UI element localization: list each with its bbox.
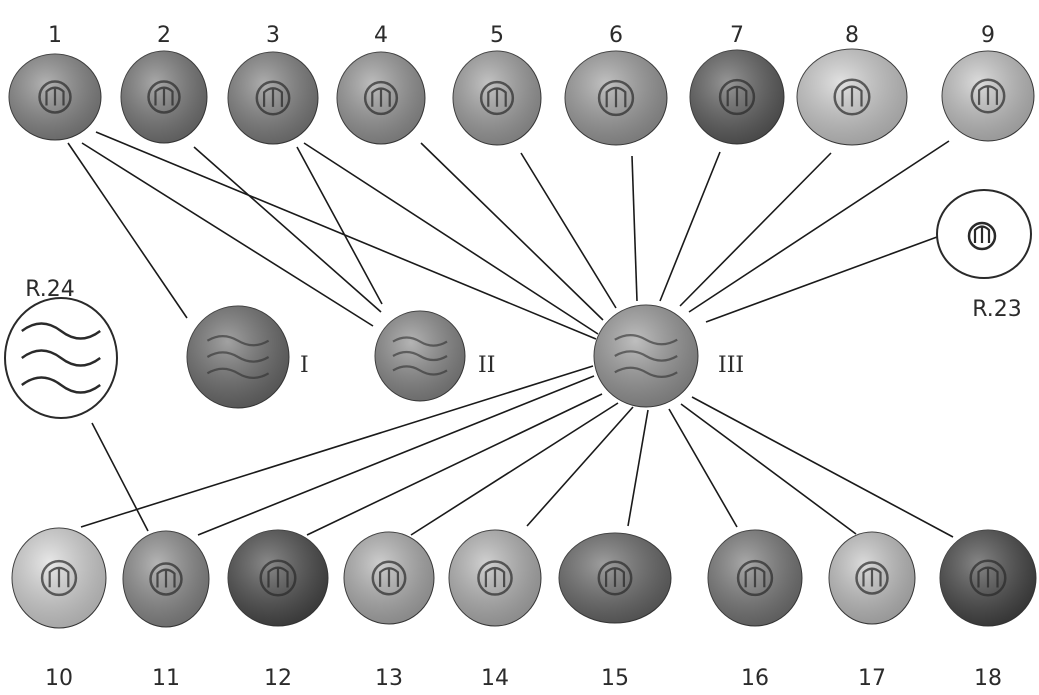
coin-3-label: 3 — [266, 23, 280, 48]
hub-III-label: III — [718, 353, 744, 378]
connection-line-hub-III-to-coin-12 — [306, 393, 603, 536]
connection-line-coin-1-to-hub-I — [67, 142, 188, 319]
coin-10: 10 — [11, 527, 107, 691]
coin-12-label: 12 — [264, 666, 292, 691]
drawing-r23-label: R.23 — [972, 297, 1022, 322]
coin-17-label: 17 — [858, 666, 886, 691]
connection-line-coin-1-to-hub-II — [81, 142, 374, 327]
coin-5-label: 5 — [490, 23, 504, 48]
drawing-r23-outline — [936, 189, 1032, 279]
coin-8-label: 8 — [845, 23, 859, 48]
hub-III: III — [593, 304, 744, 408]
connection-line-drawing-r24-to-coin-11 — [91, 422, 149, 532]
coin-15: 15 — [558, 532, 672, 691]
coin-18-label: 18 — [974, 666, 1002, 691]
coin-16-label: 16 — [741, 666, 769, 691]
drawing-r24-label: R.24 — [25, 277, 75, 302]
connection-line-coin-8-to-hub-III — [679, 152, 832, 307]
coin-12: 12 — [227, 529, 329, 691]
coin-2: 2 — [120, 23, 208, 144]
connection-line-hub-III-to-coin-13 — [410, 402, 619, 536]
coin-11: 11 — [122, 530, 210, 691]
hub-I-label: I — [300, 353, 309, 378]
connection-line-coin-5-to-hub-III — [520, 152, 617, 309]
connection-line-coin-7-to-hub-III — [659, 151, 721, 302]
connection-line-hub-III-to-coin-10 — [80, 365, 594, 528]
connection-line-coin-1-to-hub-III — [95, 131, 597, 340]
coin-18: 18 — [939, 529, 1037, 691]
coin-2-label: 2 — [157, 23, 171, 48]
coin-16: 16 — [707, 529, 803, 691]
coin-4-label: 4 — [374, 23, 388, 48]
coin-3: 3 — [227, 23, 319, 145]
coin-9-label: 9 — [981, 23, 995, 48]
coin-1-label: 1 — [48, 23, 62, 48]
connection-line-hub-III-to-coin-16 — [668, 408, 738, 528]
connection-line-hub-III-to-coin-18 — [691, 396, 954, 538]
connection-line-coin-6-to-hub-III — [631, 155, 638, 302]
coin-9: 9 — [941, 23, 1035, 142]
coin-17: 17 — [828, 531, 916, 691]
connection-lines — [67, 131, 954, 538]
connection-line-coin-2-to-hub-II — [193, 146, 382, 313]
coin-13: 13 — [343, 531, 435, 691]
coin-15-label: 15 — [601, 666, 629, 691]
connection-line-coin-3-to-hub-II — [296, 146, 383, 305]
hub-II-label: II — [478, 353, 495, 378]
connection-line-drawing-r23-to-hub-III — [705, 236, 938, 323]
coin-11-label: 11 — [152, 666, 180, 691]
coin-14-label: 14 — [481, 666, 509, 691]
drawing-r23: R.23 — [936, 189, 1032, 322]
coin-6-label: 6 — [609, 23, 623, 48]
connection-line-hub-III-to-coin-15 — [627, 409, 649, 527]
coin-7-label: 7 — [730, 23, 744, 48]
hub-II: II — [374, 310, 495, 402]
coin-8: 8 — [796, 23, 908, 146]
coin-4: 4 — [336, 23, 426, 145]
coin-14: 14 — [448, 529, 542, 691]
coin-10-label: 10 — [45, 666, 73, 691]
connection-line-coin-4-to-hub-III — [420, 142, 604, 321]
connection-line-hub-III-to-coin-17 — [680, 403, 857, 535]
connection-line-coin-3-to-hub-III — [303, 142, 599, 335]
coin-7: 7 — [689, 23, 785, 145]
connection-line-hub-III-to-coin-14 — [526, 406, 634, 527]
drawing-r24: R.24 — [4, 277, 118, 419]
coin-1: 1 — [8, 23, 102, 141]
hub-I: I — [186, 305, 309, 409]
connection-line-coin-9-to-hub-III — [688, 140, 950, 313]
coin-13-label: 13 — [375, 666, 403, 691]
connection-line-hub-III-to-coin-11 — [197, 375, 595, 536]
coin-6: 6 — [564, 23, 668, 146]
coin-5: 5 — [452, 23, 542, 146]
